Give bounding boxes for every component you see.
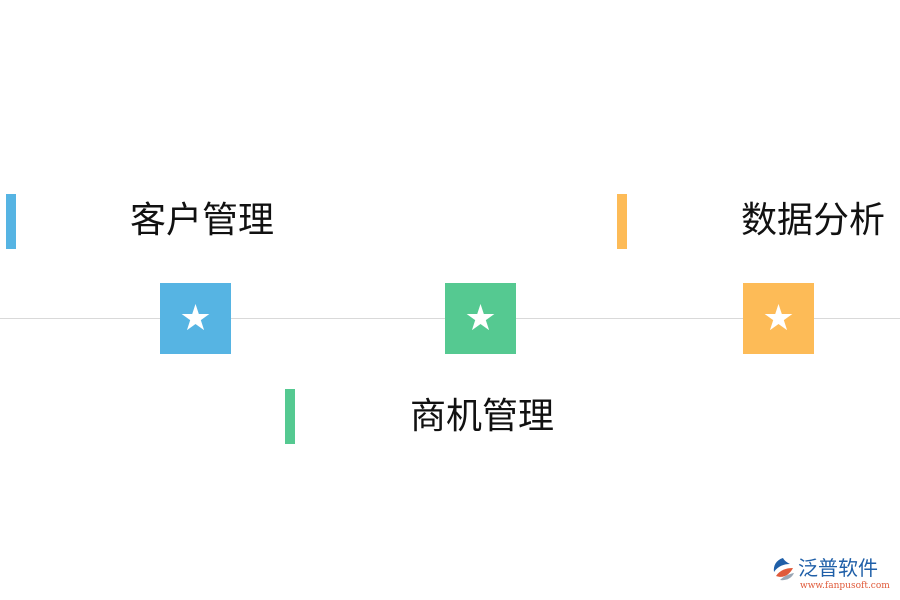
- star-icon: ★: [179, 297, 212, 339]
- milestone-marker-analytics: ★: [743, 283, 814, 354]
- milestone-marker-customer: ★: [160, 283, 231, 354]
- label-data-analysis: 数据分析: [741, 200, 886, 241]
- label-opportunity-management: 商机管理: [410, 396, 555, 437]
- accent-bar-analytics: [617, 194, 627, 249]
- logo-text: 泛普软件: [798, 556, 878, 580]
- fanpu-logo-icon: [773, 558, 794, 581]
- star-icon: ★: [464, 297, 497, 339]
- accent-bar-opportunity: [285, 389, 295, 444]
- fanpu-logo: 泛普软件 www.fanpusoft.com: [770, 555, 892, 595]
- accent-bar-customer: [6, 194, 16, 249]
- label-customer-management: 客户管理: [130, 200, 275, 241]
- logo-url: www.fanpusoft.com: [800, 581, 890, 591]
- milestone-marker-opportunity: ★: [445, 283, 516, 354]
- star-icon: ★: [762, 297, 795, 339]
